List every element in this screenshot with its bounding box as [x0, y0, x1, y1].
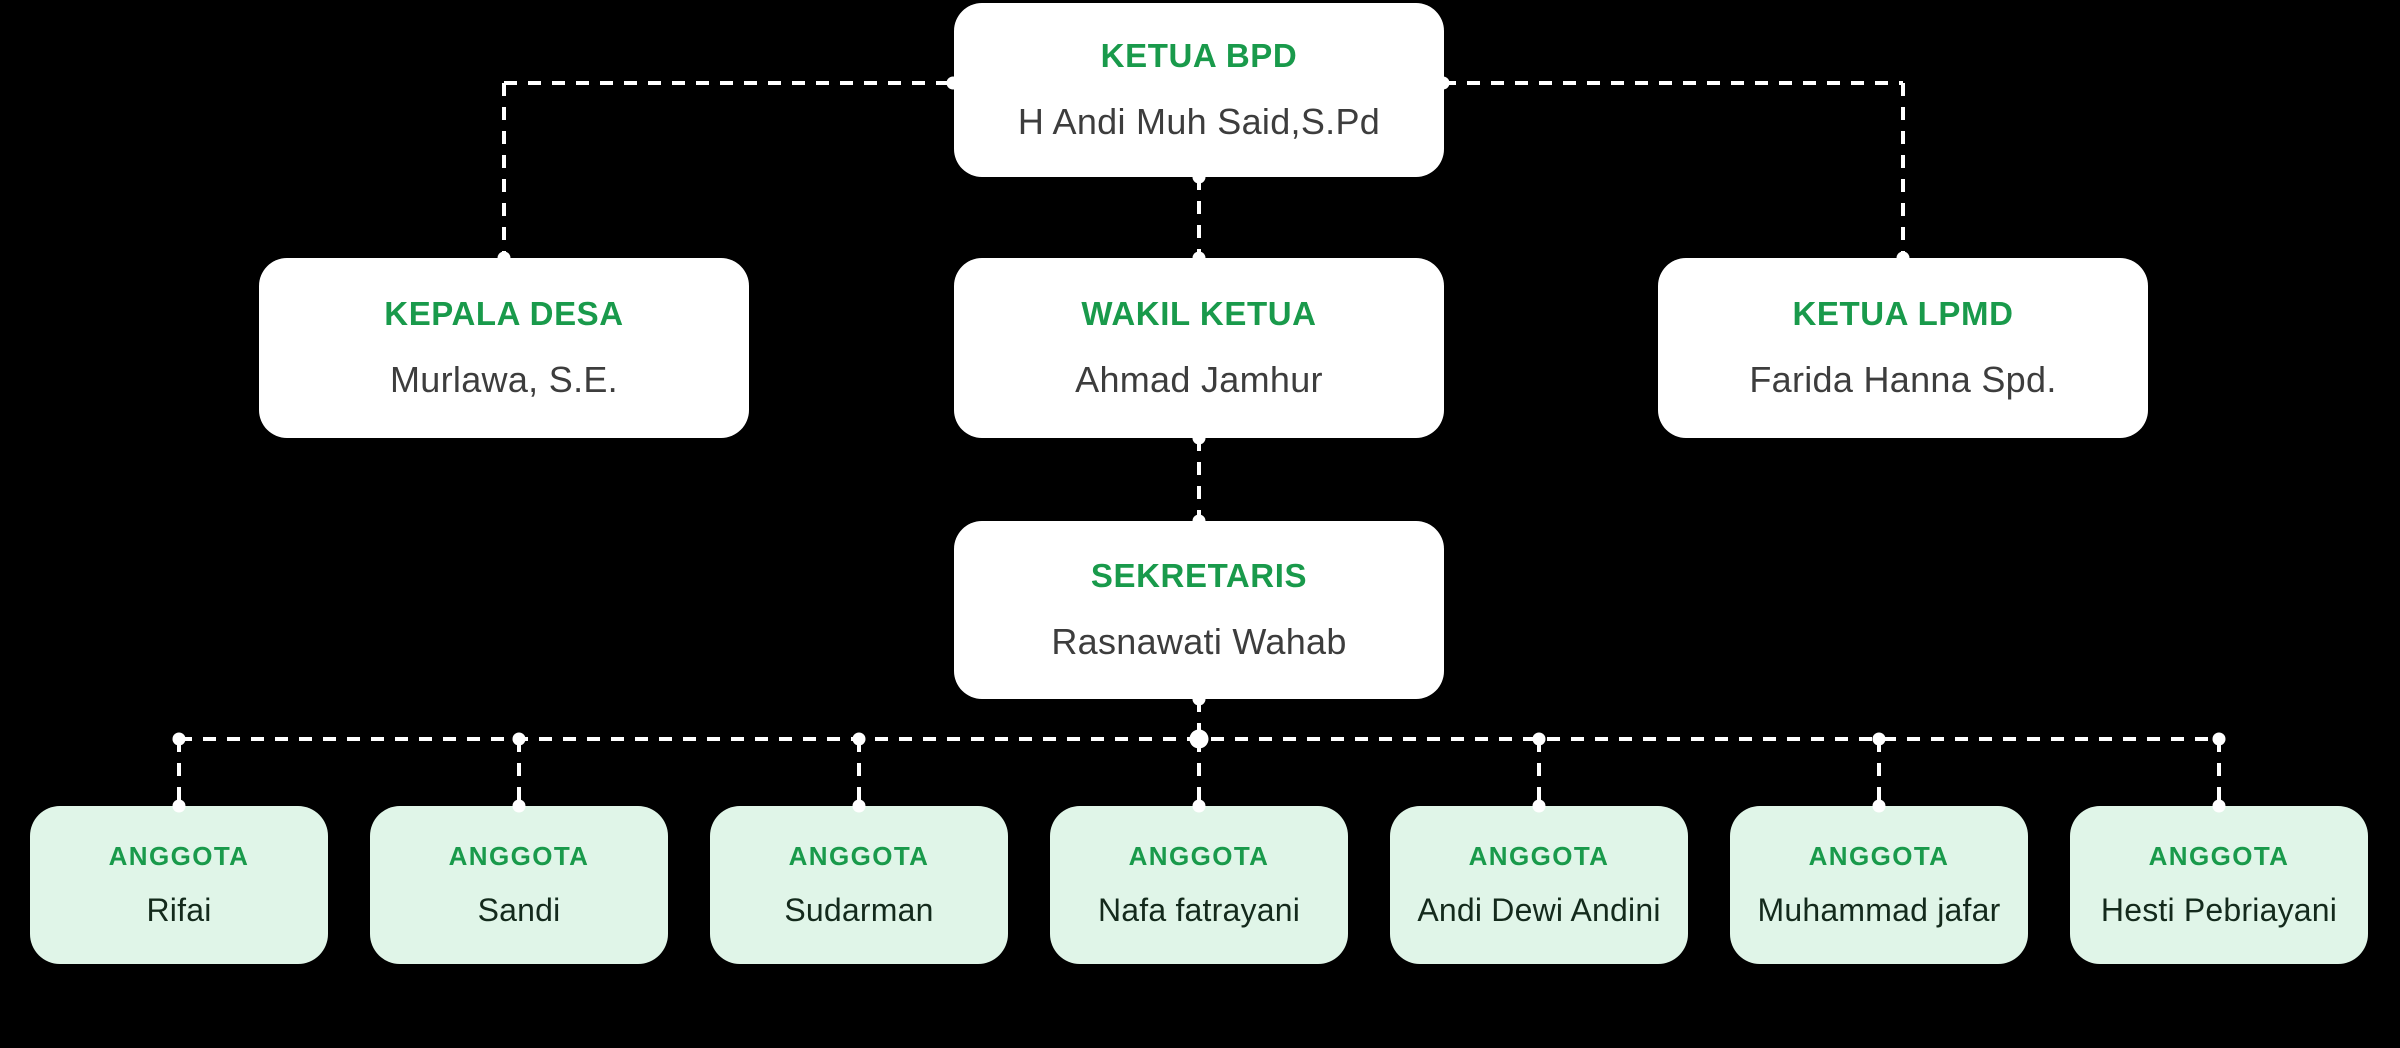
role-title: ANGGOTA [108, 841, 250, 871]
role-title: ANGGOTA [1468, 841, 1610, 871]
connector-drop-member-1 [177, 739, 181, 806]
role-title: ANGGOTA [1808, 841, 1950, 871]
card-face: SEKRETARIS Rasnawati Wahab [954, 521, 1444, 699]
person-name: Rasnawati Wahab [1051, 621, 1347, 662]
role-title: KEPALA DESA [384, 295, 624, 332]
org-node-member-5: ANGGOTA Andi Dewi Andini [1390, 806, 1688, 964]
card-face: KETUA BPD H Andi Muh Said,S.Pd [954, 3, 1444, 177]
junction-dot [1872, 732, 1886, 746]
card-face: ANGGOTA Andi Dewi Andini [1390, 806, 1688, 964]
junction-dot [1532, 732, 1546, 746]
person-name: Ahmad Jamhur [1075, 359, 1323, 400]
role-title: KETUA LPMD [1792, 295, 2014, 332]
person-name: Muhammad jafar [1757, 892, 2001, 928]
connector-root-to-ketua-lpmd [1443, 81, 1903, 85]
role-title: KETUA BPD [1100, 37, 1298, 74]
connector-drop-member-7 [2217, 739, 2221, 806]
connector-drop-member-5 [1537, 739, 1541, 806]
junction-dot [1192, 251, 1206, 265]
org-node-ketua-lpmd: KETUA LPMD Farida Hanna Spd. [1658, 258, 2148, 438]
junction-dot [1192, 692, 1206, 706]
org-node-member-6: ANGGOTA Muhammad jafar [1730, 806, 2028, 964]
person-name: Farida Hanna Spd. [1749, 359, 2057, 400]
person-name: Sudarman [784, 892, 934, 928]
role-title: ANGGOTA [2148, 841, 2290, 871]
junction-dot [1192, 799, 1206, 813]
role-title: ANGGOTA [448, 841, 590, 871]
person-name: Sandi [477, 892, 561, 928]
person-name: Hesti Pebriayani [2100, 892, 2338, 928]
junction-dot [1872, 799, 1886, 813]
org-node-kepala-desa: KEPALA DESA Murlawa, S.E. [259, 258, 749, 438]
junction-dot-main [1189, 729, 1209, 749]
card-face: KEPALA DESA Murlawa, S.E. [259, 258, 749, 438]
connector-drop-member-4 [1197, 739, 1201, 806]
junction-dot [497, 251, 511, 265]
person-name: Murlawa, S.E. [390, 359, 618, 400]
card-face: ANGGOTA Hesti Pebriayani [2070, 806, 2368, 964]
junction-dot [1192, 514, 1206, 528]
junction-dot [1436, 76, 1450, 90]
junction-dot [512, 732, 526, 746]
connector-wakil-to-sekretaris [1197, 438, 1201, 521]
junction-dot [1192, 170, 1206, 184]
junction-dot [2212, 799, 2226, 813]
connector-drop-member-3 [857, 739, 861, 806]
org-node-member-1: ANGGOTA Rifai [30, 806, 328, 964]
junction-dot [1192, 431, 1206, 445]
org-node-member-4: ANGGOTA Nafa fatrayani [1050, 806, 1348, 964]
org-node-member-7: ANGGOTA Hesti Pebriayani [2070, 806, 2368, 964]
junction-dot [172, 732, 186, 746]
role-title: ANGGOTA [1128, 841, 1270, 871]
junction-dot [1532, 799, 1546, 813]
card-face: ANGGOTA Sudarman [710, 806, 1008, 964]
connector-sekretaris-to-rail [1197, 699, 1201, 739]
connector-root-to-kepala-desa [504, 81, 953, 85]
person-name: Rifai [146, 892, 212, 928]
junction-dot [852, 799, 866, 813]
org-node-wakil-ketua: WAKIL KETUA Ahmad Jamhur [954, 258, 1444, 438]
role-title: ANGGOTA [788, 841, 930, 871]
person-name: Andi Dewi Andini [1417, 892, 1661, 928]
role-title: SEKRETARIS [1090, 557, 1308, 594]
org-node-member-3: ANGGOTA Sudarman [710, 806, 1008, 964]
connector-drop-member-2 [517, 739, 521, 806]
person-name: H Andi Muh Said,S.Pd [1017, 101, 1381, 142]
card-face: KETUA LPMD Farida Hanna Spd. [1658, 258, 2148, 438]
junction-dot [852, 732, 866, 746]
card-face: ANGGOTA Sandi [370, 806, 668, 964]
person-name: Nafa fatrayani [1097, 892, 1301, 928]
junction-dot [1896, 251, 1910, 265]
connector-drop-kepala-desa [502, 83, 506, 258]
junction-dot [512, 799, 526, 813]
junction-dot [946, 76, 960, 90]
card-face: WAKIL KETUA Ahmad Jamhur [954, 258, 1444, 438]
org-node-ketua-bpd: KETUA BPD H Andi Muh Said,S.Pd [954, 3, 1444, 177]
connector-root-to-wakil-ketua [1197, 177, 1201, 258]
org-node-sekretaris: SEKRETARIS Rasnawati Wahab [954, 521, 1444, 699]
junction-dot [172, 799, 186, 813]
card-face: ANGGOTA Nafa fatrayani [1050, 806, 1348, 964]
connector-drop-ketua-lpmd [1901, 83, 1905, 258]
card-face: ANGGOTA Rifai [30, 806, 328, 964]
role-title: WAKIL KETUA [1081, 295, 1317, 332]
org-node-member-2: ANGGOTA Sandi [370, 806, 668, 964]
card-face: ANGGOTA Muhammad jafar [1730, 806, 2028, 964]
connector-drop-member-6 [1877, 739, 1881, 806]
junction-dot [2212, 732, 2226, 746]
